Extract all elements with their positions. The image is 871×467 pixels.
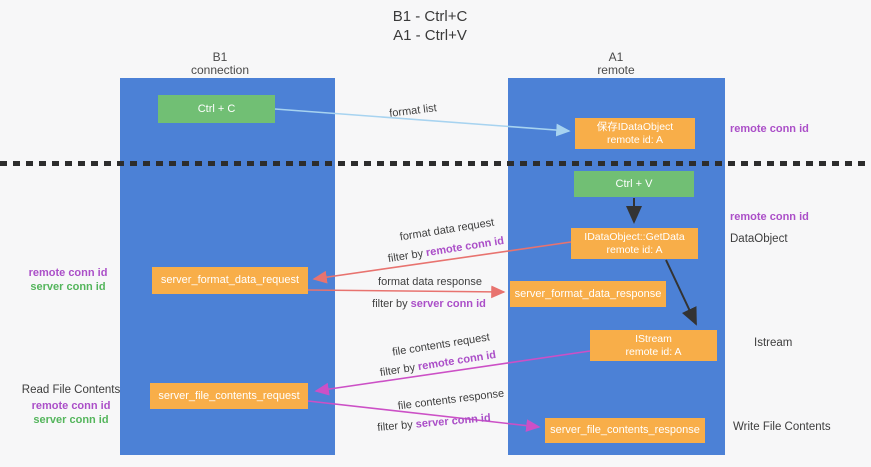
label-format-data-response: format data response (378, 276, 482, 288)
right-label-remote-conn-id-1: remote conn id (730, 123, 809, 135)
left-conn-id-block-2: Read File Contents remote conn id server… (18, 383, 124, 427)
label-filter-server-1-prefix: filter by (372, 298, 411, 310)
left-label-remote-conn-id-1: remote conn id (28, 267, 108, 279)
label-filter-server-1: filter by server conn id (372, 298, 486, 310)
label-filter-server-1-highlight: server conn id (410, 298, 486, 310)
node-ctrl-v-label: Ctrl + V (615, 177, 653, 190)
label-filter-remote-1-prefix: filter by (387, 247, 428, 266)
node-ctrl-c: Ctrl + C (158, 95, 275, 123)
right-label-write-file-contents: Write File Contents (733, 421, 831, 433)
right-label-remote-conn-id-2: remote conn id (730, 211, 809, 223)
node-istream: IStream remote id: A (590, 330, 717, 361)
node-server-format-data-response: server_format_data_response (510, 281, 666, 307)
node-format-request-label: server_format_data_request (160, 274, 300, 286)
diagram-title: B1 - Ctrl+C A1 - Ctrl+V (300, 7, 560, 45)
node-istream-line1: IStream (635, 332, 672, 345)
node-ctrl-v: Ctrl + V (574, 171, 694, 197)
left-conn-id-block-1: remote conn id server conn id (18, 266, 118, 294)
label-filter-remote-1-highlight: remote conn id (425, 234, 505, 260)
right-column-header: A1 remote (556, 51, 676, 77)
label-file-contents-response: file contents response (397, 387, 505, 413)
right-label-dataobject: DataObject (730, 233, 788, 245)
left-label-server-conn-id-2: server conn id (33, 414, 109, 426)
node-ctrl-c-label: Ctrl + C (197, 102, 236, 115)
left-label-server-conn-id-1: server conn id (30, 281, 106, 293)
left-column-role: connection (190, 63, 250, 77)
arrow-format-data-response (307, 285, 506, 299)
label-filter-server-2-highlight: server conn id (415, 412, 492, 431)
node-save-idataobject-line1: 保存IDataObject (596, 120, 674, 133)
node-format-response-label: server_format_data_response (514, 287, 662, 300)
label-filter-remote-2-prefix: filter by (379, 361, 420, 380)
label-filter-server-2: filter by server conn id (377, 412, 491, 434)
node-server-file-contents-request: server_file_contents_request (150, 383, 308, 409)
label-format-list: format list (388, 102, 438, 120)
left-label-remote-conn-id-2: remote conn id (31, 400, 111, 412)
node-server-format-data-request: server_format_data_request (152, 267, 308, 294)
node-file-request-label: server_file_contents_request (158, 389, 300, 402)
phase-separator-dashed-line (0, 161, 871, 166)
right-column-role: remote (597, 63, 635, 77)
node-istream-line2: remote id: A (625, 345, 682, 358)
right-column-name: A1 (608, 50, 624, 64)
right-label-istream: Istream (754, 337, 793, 349)
node-server-file-contents-response: server_file_contents_response (545, 418, 705, 443)
title-line-2: A1 - Ctrl+V (393, 27, 467, 44)
left-column-header: B1 connection (160, 51, 280, 77)
node-getdata-line2: remote id: A (606, 243, 663, 256)
label-filter-server-2-prefix: filter by (376, 418, 417, 434)
node-save-idataobject-line2: remote id: A (606, 133, 664, 146)
left-column-name: B1 (212, 50, 228, 64)
node-idataobject-getdata: IDataObject::GetData remote id: A (571, 228, 698, 259)
node-file-response-label: server_file_contents_response (550, 424, 700, 436)
left-label-read-file-contents: Read File Contents (21, 384, 121, 396)
node-getdata-line1: IDataObject::GetData (584, 230, 685, 243)
title-line-1: B1 - Ctrl+C (392, 8, 468, 25)
node-save-idataobject: 保存IDataObject remote id: A (575, 118, 695, 149)
